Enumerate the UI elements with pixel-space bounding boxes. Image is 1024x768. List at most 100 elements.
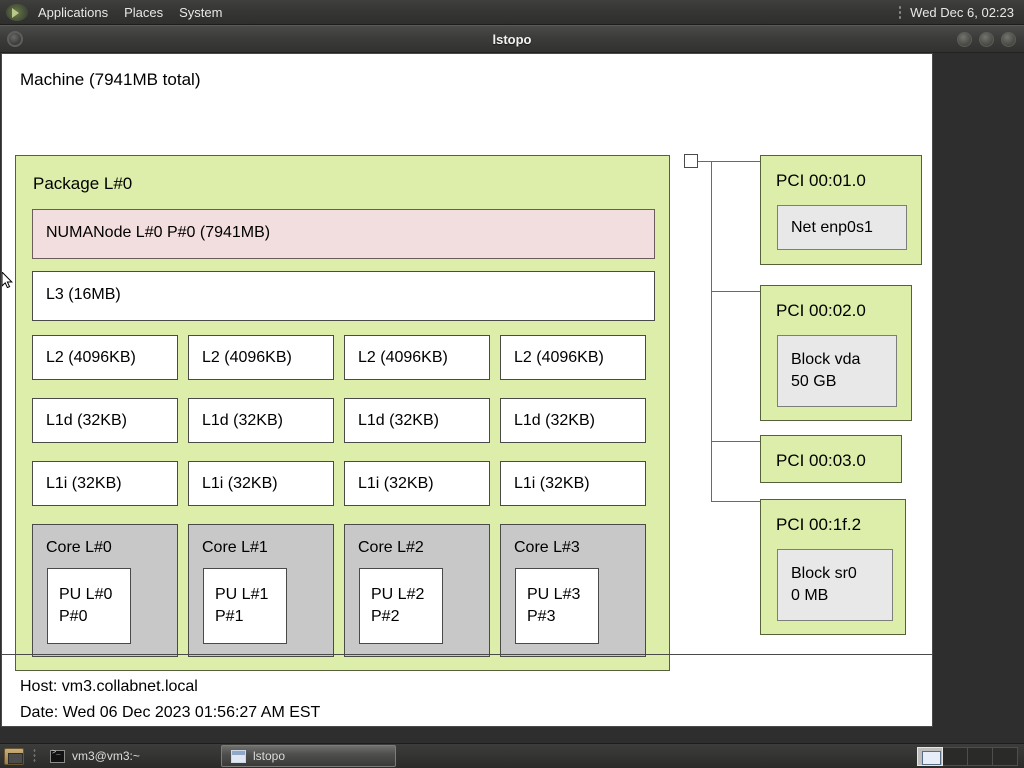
core-box[interactable]: Core L#2 PU L#2 P#2	[344, 524, 490, 657]
pci-label: PCI 00:02.0	[776, 301, 866, 320]
close-button[interactable]	[1001, 31, 1016, 47]
window-icon	[231, 749, 246, 763]
l1d-cache-box[interactable]: L1d (32KB)	[344, 398, 490, 443]
window-buttons	[957, 31, 1016, 47]
workspace-4[interactable]	[992, 746, 1018, 766]
l2-cache-box[interactable]: L2 (4096KB)	[32, 335, 178, 380]
core-label: Core L#2	[358, 539, 424, 556]
taskbar-separator	[33, 748, 36, 764]
pci-label: PCI 00:01.0	[776, 171, 866, 190]
pu-physical-index: P#1	[215, 608, 244, 625]
device-name: Block sr0	[791, 565, 857, 583]
l1i-cache-box[interactable]: L1i (32KB)	[500, 461, 646, 506]
window-title: lstopo	[492, 31, 532, 47]
footer-info: Host: vm3.collabnet.local Date: Wed 06 D…	[20, 674, 320, 725]
pu-logical-index: PU L#2	[371, 586, 425, 604]
workspace-3[interactable]	[967, 746, 993, 766]
pci-label: PCI 00:1f.2	[776, 515, 862, 534]
task-label: lstopo	[253, 749, 286, 763]
pu-box[interactable]: PU L#1 P#1	[203, 568, 287, 644]
pci-label: PCI 00:03.0	[776, 451, 866, 470]
pci-tree-stub	[698, 161, 712, 162]
task-label: vm3@vm3:~	[72, 749, 140, 763]
window-titlebar[interactable]: lstopo	[0, 25, 1024, 53]
minimize-button[interactable]	[957, 31, 972, 47]
menu-applications[interactable]: Applications	[38, 4, 109, 20]
pu-physical-index: P#2	[371, 608, 400, 625]
pu-logical-index: PU L#1	[215, 586, 269, 604]
pci-child-device[interactable]: Net enp0s1	[777, 205, 907, 250]
pci-child-device[interactable]: Block sr0 0 MB	[777, 549, 893, 621]
terminal-icon	[50, 749, 65, 763]
pu-box[interactable]: PU L#3 P#3	[515, 568, 599, 644]
pu-box[interactable]: PU L#0 P#0	[47, 568, 131, 644]
workspace-1[interactable]	[917, 746, 943, 766]
footer-divider	[2, 654, 932, 655]
core-label: Core L#3	[514, 539, 580, 556]
menu-places[interactable]: Places	[124, 4, 164, 20]
show-desktop-icon[interactable]	[4, 747, 24, 765]
package-box[interactable]: Package L#0 NUMANode L#0 P#0 (7941MB) L3…	[15, 155, 670, 671]
l2-cache-box[interactable]: L2 (4096KB)	[500, 335, 646, 380]
l2-cache-box[interactable]: L2 (4096KB)	[344, 335, 490, 380]
core-box[interactable]: Core L#1 PU L#1 P#1	[188, 524, 334, 657]
maximize-button[interactable]	[979, 31, 994, 47]
l1i-cache-row: L1i (32KB) L1i (32KB) L1i (32KB) L1i (32…	[32, 461, 655, 506]
l3-cache-label: L3 (16MB)	[46, 286, 121, 303]
core-label: Core L#0	[46, 539, 112, 556]
l1d-cache-row: L1d (32KB) L1d (32KB) L1d (32KB) L1d (32…	[32, 398, 655, 443]
pu-box[interactable]: PU L#2 P#2	[359, 568, 443, 644]
numanode-label: NUMANode L#0 P#0 (7941MB)	[46, 224, 271, 241]
lstopo-window: lstopo Machine (7941MB total) Package L#…	[0, 25, 1024, 741]
pci-child-device[interactable]: Block vda 50 GB	[777, 335, 897, 407]
l1d-cache-box[interactable]: L1d (32KB)	[500, 398, 646, 443]
core-row: Core L#0 PU L#0 P#0 Core L#1 PU L#1 P#1 …	[32, 524, 655, 657]
gnome-top-panel: Applications Places System Wed Dec 6, 02…	[0, 0, 1024, 25]
pci-device-box[interactable]: PCI 00:1f.2 Block sr0 0 MB	[760, 499, 906, 635]
l1i-cache-box[interactable]: L1i (32KB)	[344, 461, 490, 506]
device-name: Block vda	[791, 351, 861, 369]
pu-logical-index: PU L#0	[59, 586, 113, 604]
gnome-foot-icon[interactable]	[6, 3, 28, 21]
l1d-cache-box[interactable]: L1d (32KB)	[188, 398, 334, 443]
workspace-switcher[interactable]	[917, 746, 1018, 766]
core-box[interactable]: Core L#0 PU L#0 P#0	[32, 524, 178, 657]
pci-tree-branch	[711, 291, 761, 292]
machine-label: Machine (7941MB total)	[20, 70, 201, 89]
task-button-lstopo[interactable]: lstopo	[221, 745, 396, 767]
core-box[interactable]: Core L#3 PU L#3 P#3	[500, 524, 646, 657]
pci-tree-branch	[711, 161, 761, 162]
l2-cache-box[interactable]: L2 (4096KB)	[188, 335, 334, 380]
window-menu-icon[interactable]	[7, 31, 23, 47]
pu-logical-index: PU L#3	[527, 586, 581, 604]
l1d-cache-box[interactable]: L1d (32KB)	[32, 398, 178, 443]
l1i-cache-box[interactable]: L1i (32KB)	[188, 461, 334, 506]
l1i-cache-box[interactable]: L1i (32KB)	[32, 461, 178, 506]
pci-tree-branch	[711, 501, 761, 502]
pci-device-box[interactable]: PCI 00:01.0 Net enp0s1	[760, 155, 922, 265]
lstopo-canvas: Machine (7941MB total) Package L#0 NUMAN…	[1, 53, 933, 727]
bottom-taskbar: vm3@vm3:~ lstopo	[0, 743, 1024, 768]
device-size: 0 MB	[791, 587, 829, 604]
host-line: Host: vm3.collabnet.local	[20, 678, 198, 695]
pci-device-box[interactable]: PCI 00:02.0 Block vda 50 GB	[760, 285, 912, 421]
pci-device-box[interactable]: PCI 00:03.0	[760, 435, 902, 483]
clock[interactable]: Wed Dec 6, 02:23	[910, 4, 1014, 20]
date-line: Date: Wed 06 Dec 2023 01:56:27 AM EST	[20, 703, 321, 721]
pci-bridge-node[interactable]	[684, 154, 698, 168]
pu-physical-index: P#3	[527, 608, 556, 625]
mouse-cursor-icon	[2, 272, 13, 288]
pci-tree-trunk	[711, 161, 712, 501]
l3-cache-box[interactable]: L3 (16MB)	[32, 271, 655, 321]
l2-cache-row: L2 (4096KB) L2 (4096KB) L2 (4096KB) L2 (…	[32, 335, 655, 380]
pu-physical-index: P#0	[59, 608, 88, 625]
core-label: Core L#1	[202, 539, 268, 556]
panel-grip-icon	[898, 5, 903, 19]
pci-tree-branch	[711, 441, 761, 442]
numanode-box[interactable]: NUMANode L#0 P#0 (7941MB)	[32, 209, 655, 259]
task-button-terminal[interactable]: vm3@vm3:~	[41, 745, 221, 767]
menu-system[interactable]: System	[179, 4, 223, 20]
device-name: Net enp0s1	[791, 218, 873, 236]
package-label: Package L#0	[33, 174, 133, 193]
workspace-2[interactable]	[942, 746, 968, 766]
